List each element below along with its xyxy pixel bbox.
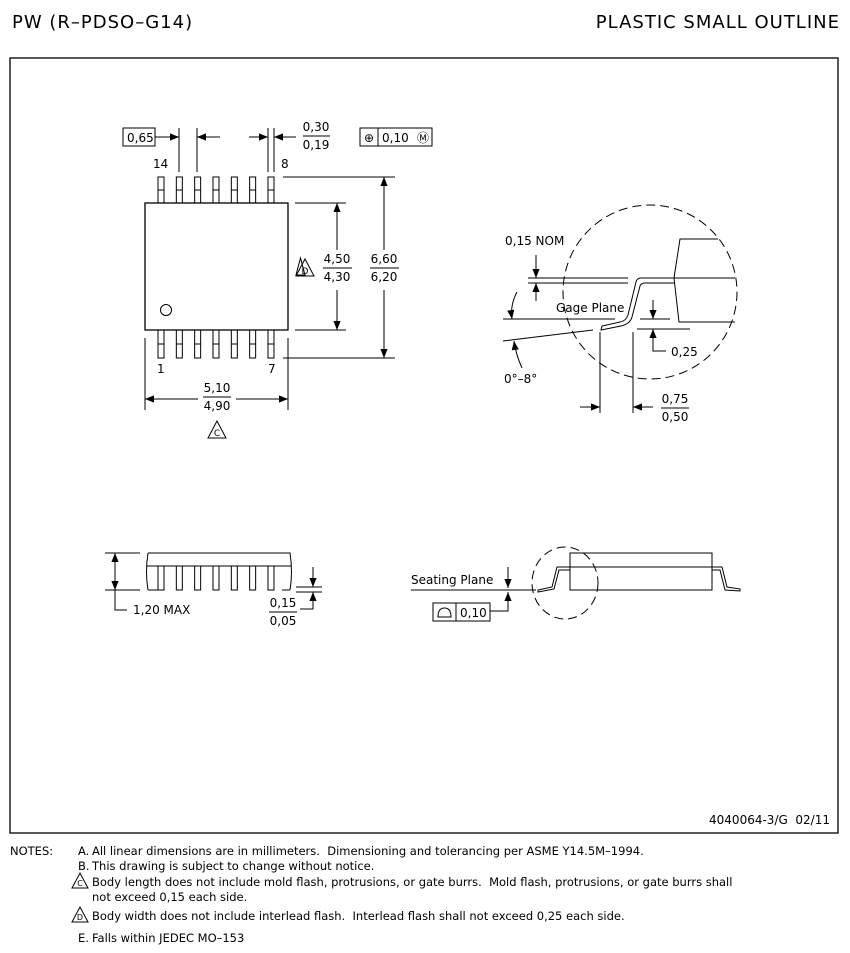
lead-detail-view: 0,15 NOM Gage Plane 0°–8° 0,25 0,75 0,50 — [502, 204, 738, 424]
leads — [157, 176, 275, 359]
note-d-letter: D — [302, 267, 309, 277]
notes-heading: NOTES: — [10, 844, 53, 858]
pin8-label: 8 — [281, 157, 289, 171]
detail-circle — [562, 204, 738, 380]
mmc-modifier-icon: Ⓜ — [417, 131, 429, 145]
lead-side — [194, 565, 202, 591]
foot-length-min: 0,50 — [662, 410, 689, 424]
body-width-max: 4,50 — [324, 252, 351, 266]
package-code: PW (R–PDSO–G14) — [12, 12, 193, 33]
svg-text:A.: A. — [78, 844, 89, 858]
overall-width-min: 6,20 — [371, 270, 398, 284]
body-length-max: 5,10 — [204, 381, 231, 395]
note-d-triangle — [71, 905, 89, 923]
drawing-id: 4040064-3/G 02/11 — [709, 813, 830, 827]
lead-side — [212, 565, 220, 591]
flatness-value: 0,10 — [460, 606, 487, 620]
position-tolerance-frame — [359, 127, 433, 147]
gage-plane-label: Gage Plane — [556, 301, 624, 315]
note-c-triangle — [71, 871, 89, 889]
lead-thickness: 0,15 NOM — [505, 234, 564, 248]
position-tolerance-value: 0,10 — [382, 131, 409, 145]
foot-length-max: 0,75 — [662, 392, 689, 406]
note-d-triangle — [295, 256, 306, 276]
svg-text:C: C — [77, 879, 83, 888]
note-a: All linear dimensions are in millimeters… — [92, 844, 644, 858]
body-width-min: 4,30 — [324, 270, 351, 284]
note-c-letter: C — [214, 429, 220, 439]
overall-width-max: 6,60 — [371, 252, 398, 266]
svg-text:B.: B. — [78, 859, 90, 873]
lead-side — [175, 565, 183, 591]
lead-side — [249, 565, 257, 591]
lead-width-max: 0,30 — [303, 120, 330, 134]
pin7-label: 7 — [268, 362, 276, 376]
standoff-min: 0,05 — [270, 614, 297, 628]
note-c: Body length does not include mold flash,… — [92, 875, 732, 889]
top-view: 14 8 1 7 0,65 0,30 0,19 ⊕ 0,10 Ⓜ D 4,50 — [122, 120, 433, 439]
seating-plane-label: Seating Plane — [411, 573, 493, 587]
notes: NOTES: A. All linear dimensions are in m… — [10, 844, 732, 945]
package-height: 1,20 MAX — [133, 603, 190, 617]
lead-width-min: 0,19 — [303, 138, 330, 152]
pin14-label: 14 — [153, 157, 168, 171]
note-c-triangle — [207, 419, 227, 439]
gage-height: 0,25 — [671, 345, 698, 359]
svg-text:D: D — [77, 913, 83, 922]
note-d: Body width does not include interlead fl… — [92, 909, 625, 923]
note-e: Falls within JEDEC MO–153 — [92, 931, 244, 945]
lead-side — [230, 565, 238, 591]
flatness-symbol-icon — [437, 607, 452, 618]
svg-text:E.: E. — [78, 931, 89, 945]
svg-text:not exceed 0,15 each side.: not exceed 0,15 each side. — [92, 890, 247, 904]
lead-angle: 0°–8° — [504, 372, 537, 386]
package-body — [144, 202, 289, 331]
package-type: PLASTIC SMALL OUTLINE — [596, 12, 840, 33]
pin1-label: 1 — [157, 362, 165, 376]
position-symbol-icon: ⊕ — [364, 131, 374, 145]
side-view-end: 1,20 MAX 0,15 0,05 — [105, 552, 322, 628]
note-b: This drawing is subject to change withou… — [91, 859, 374, 873]
standoff-max: 0,15 — [270, 596, 297, 610]
side-view-profile: Seating Plane ⌓ 0,10 — [411, 546, 741, 622]
pin1-marker — [160, 304, 172, 316]
pitch-value: 0,65 — [127, 131, 154, 145]
lead-side — [267, 565, 275, 591]
body-length-min: 4,90 — [204, 399, 231, 413]
lead-side — [157, 565, 165, 591]
lead-profile — [600, 277, 674, 331]
flatness-frame — [432, 602, 491, 622]
drawing-frame — [9, 57, 839, 834]
